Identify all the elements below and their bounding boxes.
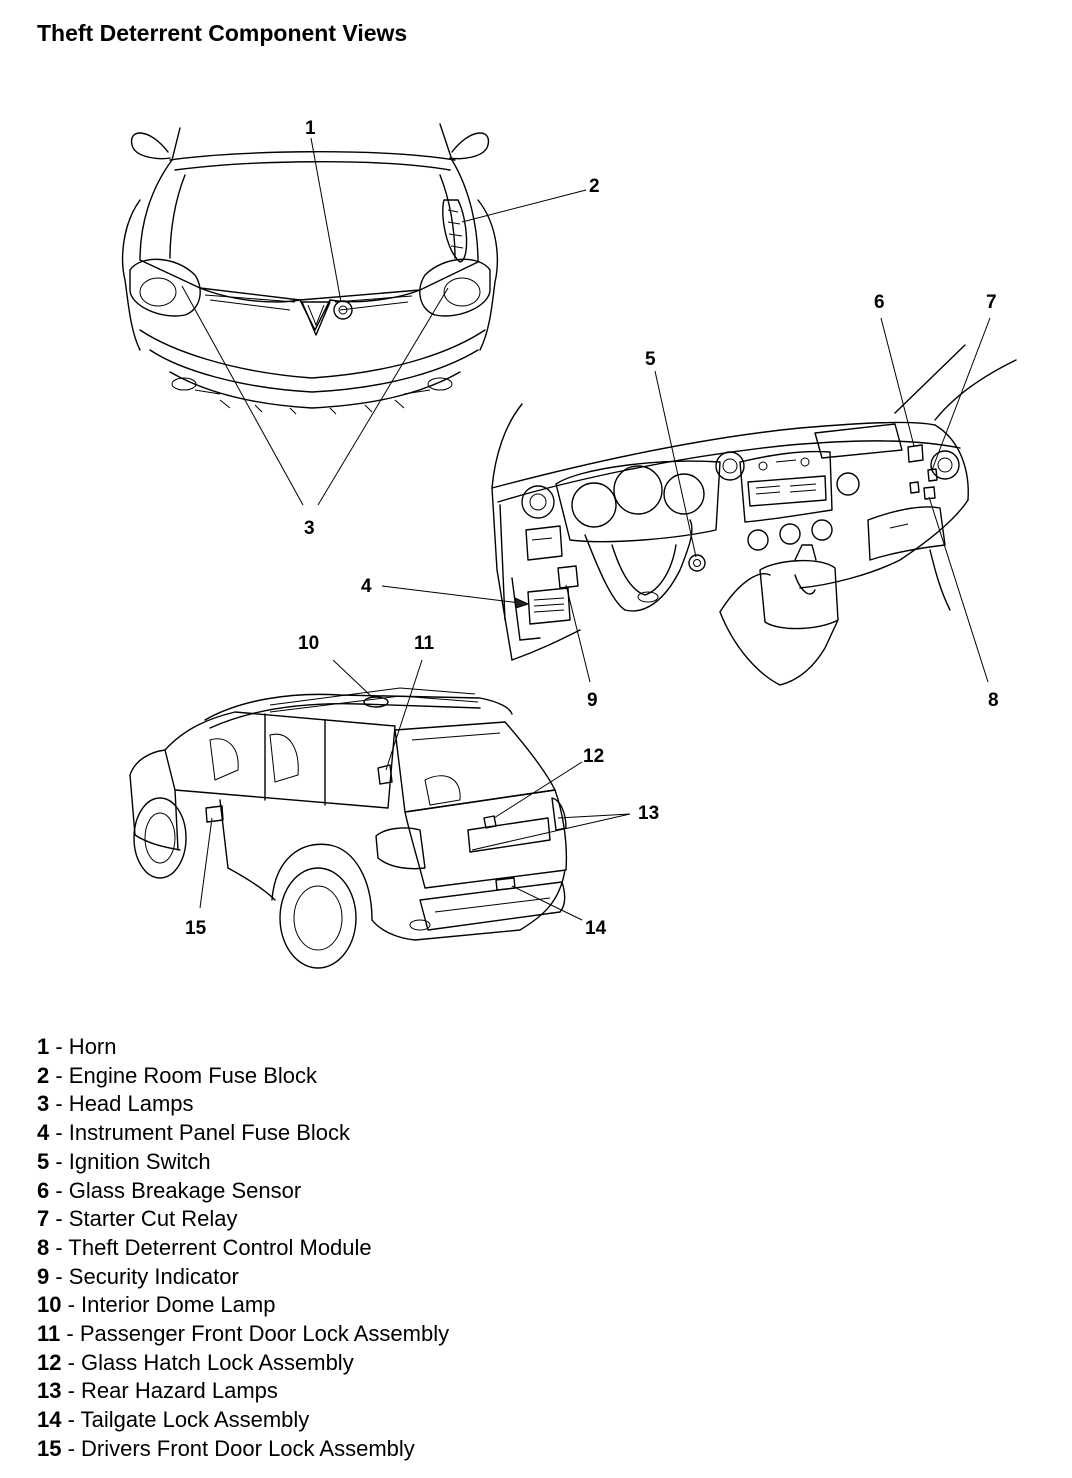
legend-item: 14 - Tailgate Lock Assembly: [37, 1407, 310, 1433]
rear-vehicle-view: [129, 687, 568, 969]
callout-15: 15: [185, 918, 207, 939]
legend-item: 15 - Drivers Front Door Lock Assembly: [37, 1435, 415, 1461]
legend-item: 9 - Security Indicator: [37, 1263, 239, 1289]
legend-item: 12 - Glass Hatch Lock Assembly: [37, 1349, 354, 1375]
callout-7: 7: [986, 292, 997, 313]
legend-item: 1 - Horn: [37, 1034, 117, 1059]
callout-2: 2: [589, 176, 600, 197]
leader-lines-front: [181, 137, 587, 506]
callout-8: 8: [988, 690, 999, 711]
callout-labels: 1 2 3 4 5 6 7 8 9 10 11 12 13 14 15: [185, 118, 999, 939]
instrument-panel-view: [491, 344, 1017, 686]
callout-13: 13: [638, 803, 659, 824]
callout-3: 3: [304, 518, 315, 539]
legend-item: 10 - Interior Dome Lamp: [37, 1292, 276, 1318]
legend-item: 2 - Engine Room Fuse Block: [37, 1062, 318, 1088]
legend-item: 3 - Head Lamps: [37, 1091, 194, 1117]
page-title: Theft Deterrent Component Views: [37, 20, 408, 46]
legend-item: 7 - Starter Cut Relay: [37, 1206, 238, 1232]
callout-1: 1: [305, 118, 316, 139]
callout-6: 6: [874, 292, 885, 313]
legend-item: 13 - Rear Hazard Lamps: [37, 1378, 278, 1404]
callout-5: 5: [645, 349, 656, 370]
front-vehicle-view: [121, 123, 499, 415]
legend-item: 8 - Theft Deterrent Control Module: [37, 1234, 372, 1260]
legend-item: 5 - Ignition Switch: [37, 1148, 211, 1174]
callout-14: 14: [585, 918, 607, 939]
callout-11: 11: [414, 633, 435, 654]
leader-lines-rear: [199, 659, 631, 921]
leader-lines-ip: [381, 317, 991, 683]
callout-10: 10: [298, 633, 319, 654]
legend-item: 4 - Instrument Panel Fuse Block: [37, 1120, 351, 1146]
callout-9: 9: [587, 690, 598, 711]
callout-12: 12: [583, 746, 604, 767]
callout-4: 4: [361, 576, 372, 597]
legend-item: 11 - Passenger Front Door Lock Assembly: [37, 1321, 450, 1347]
component-views-diagram: 1 2 3 4 5 6 7 8 9 10 11 12 13 14 15: [121, 118, 1017, 969]
legend-item: 6 - Glass Breakage Sensor: [37, 1177, 302, 1203]
component-legend: 1 - Horn 2 - Engine Room Fuse Block 3 - …: [37, 1033, 449, 1464]
